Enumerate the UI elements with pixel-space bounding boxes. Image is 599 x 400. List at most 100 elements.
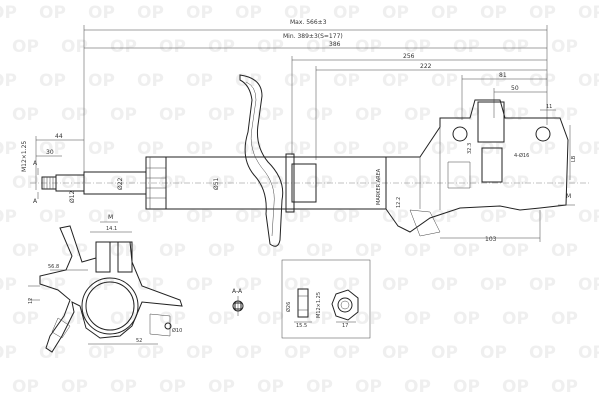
watermark-text: OP: [453, 105, 480, 125]
watermark-text: OP: [137, 139, 164, 159]
watermark-text: OP: [502, 241, 529, 261]
watermark-text: OP: [355, 105, 382, 125]
watermark-text: OP: [578, 3, 599, 23]
watermark-text: OP: [110, 309, 137, 329]
watermark-text: OP: [208, 105, 235, 125]
watermark-text: OP: [12, 105, 39, 125]
watermark-text: OP: [382, 343, 409, 363]
watermark-text: OP: [284, 343, 311, 363]
dim-left-52: 52: [136, 338, 142, 344]
watermark-text: OP: [235, 343, 262, 363]
watermark-text: OP: [257, 105, 284, 125]
watermark-text: OP: [186, 139, 213, 159]
watermark-text: OP: [137, 3, 164, 23]
dim-256: 256: [403, 53, 415, 60]
watermark-text: OP: [0, 71, 17, 91]
watermark-text: OP: [284, 139, 311, 159]
watermark-text: OP: [306, 377, 333, 397]
watermark-text: OP: [382, 275, 409, 295]
nut-thread: M12×1.25: [316, 292, 322, 318]
watermark-text: OP: [306, 37, 333, 57]
watermark-text: OP: [12, 173, 39, 193]
dim-thread-m12: M12×1.25: [21, 141, 28, 172]
dim-rod-12: Ø12: [69, 190, 76, 203]
watermark-text: OP: [61, 37, 88, 57]
watermark-text: OP: [235, 139, 262, 159]
watermark-text: OP: [159, 309, 186, 329]
watermark-text: OP: [453, 37, 480, 57]
watermark-text: OP: [404, 37, 431, 57]
watermark-text: OP: [39, 3, 66, 23]
dim-left-14: 14.1: [106, 226, 117, 232]
shock-absorber-body: Ø22 Ø51 MARKER AREA 32.3 12.2 4-Ø16 LB: [30, 74, 590, 247]
watermark-text: OP: [235, 71, 262, 91]
watermark-text: OP: [12, 309, 39, 329]
watermark-text: OP: [284, 71, 311, 91]
watermark-text: OP: [578, 343, 599, 363]
watermark-text: OP: [159, 377, 186, 397]
label-a-top: A: [33, 160, 38, 167]
rod-dimensions: 44 30 M12×1.25 Ø12 A A: [21, 133, 84, 205]
watermark-text: OP: [61, 377, 88, 397]
watermark-text: OP: [186, 343, 213, 363]
dim-12-2: 12.2: [396, 197, 402, 208]
dim-rod-22: Ø22: [117, 177, 124, 190]
watermark-text: OP: [333, 343, 360, 363]
watermark-text: OP: [284, 207, 311, 227]
nut-15: 15.5: [296, 323, 307, 329]
watermark-text: OP: [208, 309, 235, 329]
nut-d26: Ø26: [285, 302, 292, 312]
nut-17: 17: [342, 323, 348, 329]
watermark-text: OP: [480, 275, 507, 295]
watermark-text: OP: [404, 309, 431, 329]
dim-32: 32.3: [467, 143, 473, 154]
dim-11: 11: [546, 104, 552, 110]
dim-left-12: 12: [28, 298, 34, 304]
watermark-text: OP: [0, 3, 17, 23]
watermark-text: OP: [551, 105, 578, 125]
label-m-right: M: [566, 193, 571, 200]
watermark-text: OP: [529, 207, 556, 227]
watermark-text: OP: [453, 241, 480, 261]
watermark-text: OP: [480, 343, 507, 363]
watermark-pattern: OPOPOPOPOPOPOPOPOPOPOPOPOPOPOPOPOPOPOPOP…: [0, 3, 599, 397]
watermark-text: OP: [431, 343, 458, 363]
watermark-text: OP: [355, 309, 382, 329]
watermark-text: OP: [480, 3, 507, 23]
watermark-text: OP: [88, 275, 115, 295]
watermark-text: OP: [208, 37, 235, 57]
dim-tube-51: Ø51: [213, 177, 220, 190]
watermark-text: OP: [333, 3, 360, 23]
watermark-text: OP: [0, 207, 17, 227]
watermark-text: OP: [12, 377, 39, 397]
dim-50: 50: [511, 85, 519, 92]
watermark-text: OP: [578, 71, 599, 91]
watermark-text: OP: [186, 275, 213, 295]
watermark-text: OP: [333, 207, 360, 227]
watermark-text: OP: [551, 377, 578, 397]
watermark-text: OP: [208, 377, 235, 397]
watermark-text: OP: [159, 241, 186, 261]
watermark-text: OP: [88, 71, 115, 91]
watermark-text: OP: [382, 207, 409, 227]
watermark-text: OP: [551, 37, 578, 57]
watermark-text: OP: [235, 275, 262, 295]
watermark-text: OP: [431, 275, 458, 295]
watermark-text: OP: [480, 139, 507, 159]
watermark-text: OP: [431, 3, 458, 23]
watermark-text: OP: [137, 275, 164, 295]
watermark-text: OP: [529, 3, 556, 23]
dim-386: 386: [329, 41, 341, 48]
watermark-text: OP: [382, 3, 409, 23]
watermark-text: OP: [235, 207, 262, 227]
watermark-text: OP: [61, 105, 88, 125]
watermark-text: OP: [551, 241, 578, 261]
watermark-text: OP: [578, 207, 599, 227]
watermark-text: OP: [382, 139, 409, 159]
watermark-text: OP: [159, 37, 186, 57]
watermark-text: OP: [480, 207, 507, 227]
watermark-text: OP: [404, 241, 431, 261]
watermark-text: OP: [502, 309, 529, 329]
dim-222: 222: [420, 63, 432, 70]
watermark-text: OP: [88, 3, 115, 23]
